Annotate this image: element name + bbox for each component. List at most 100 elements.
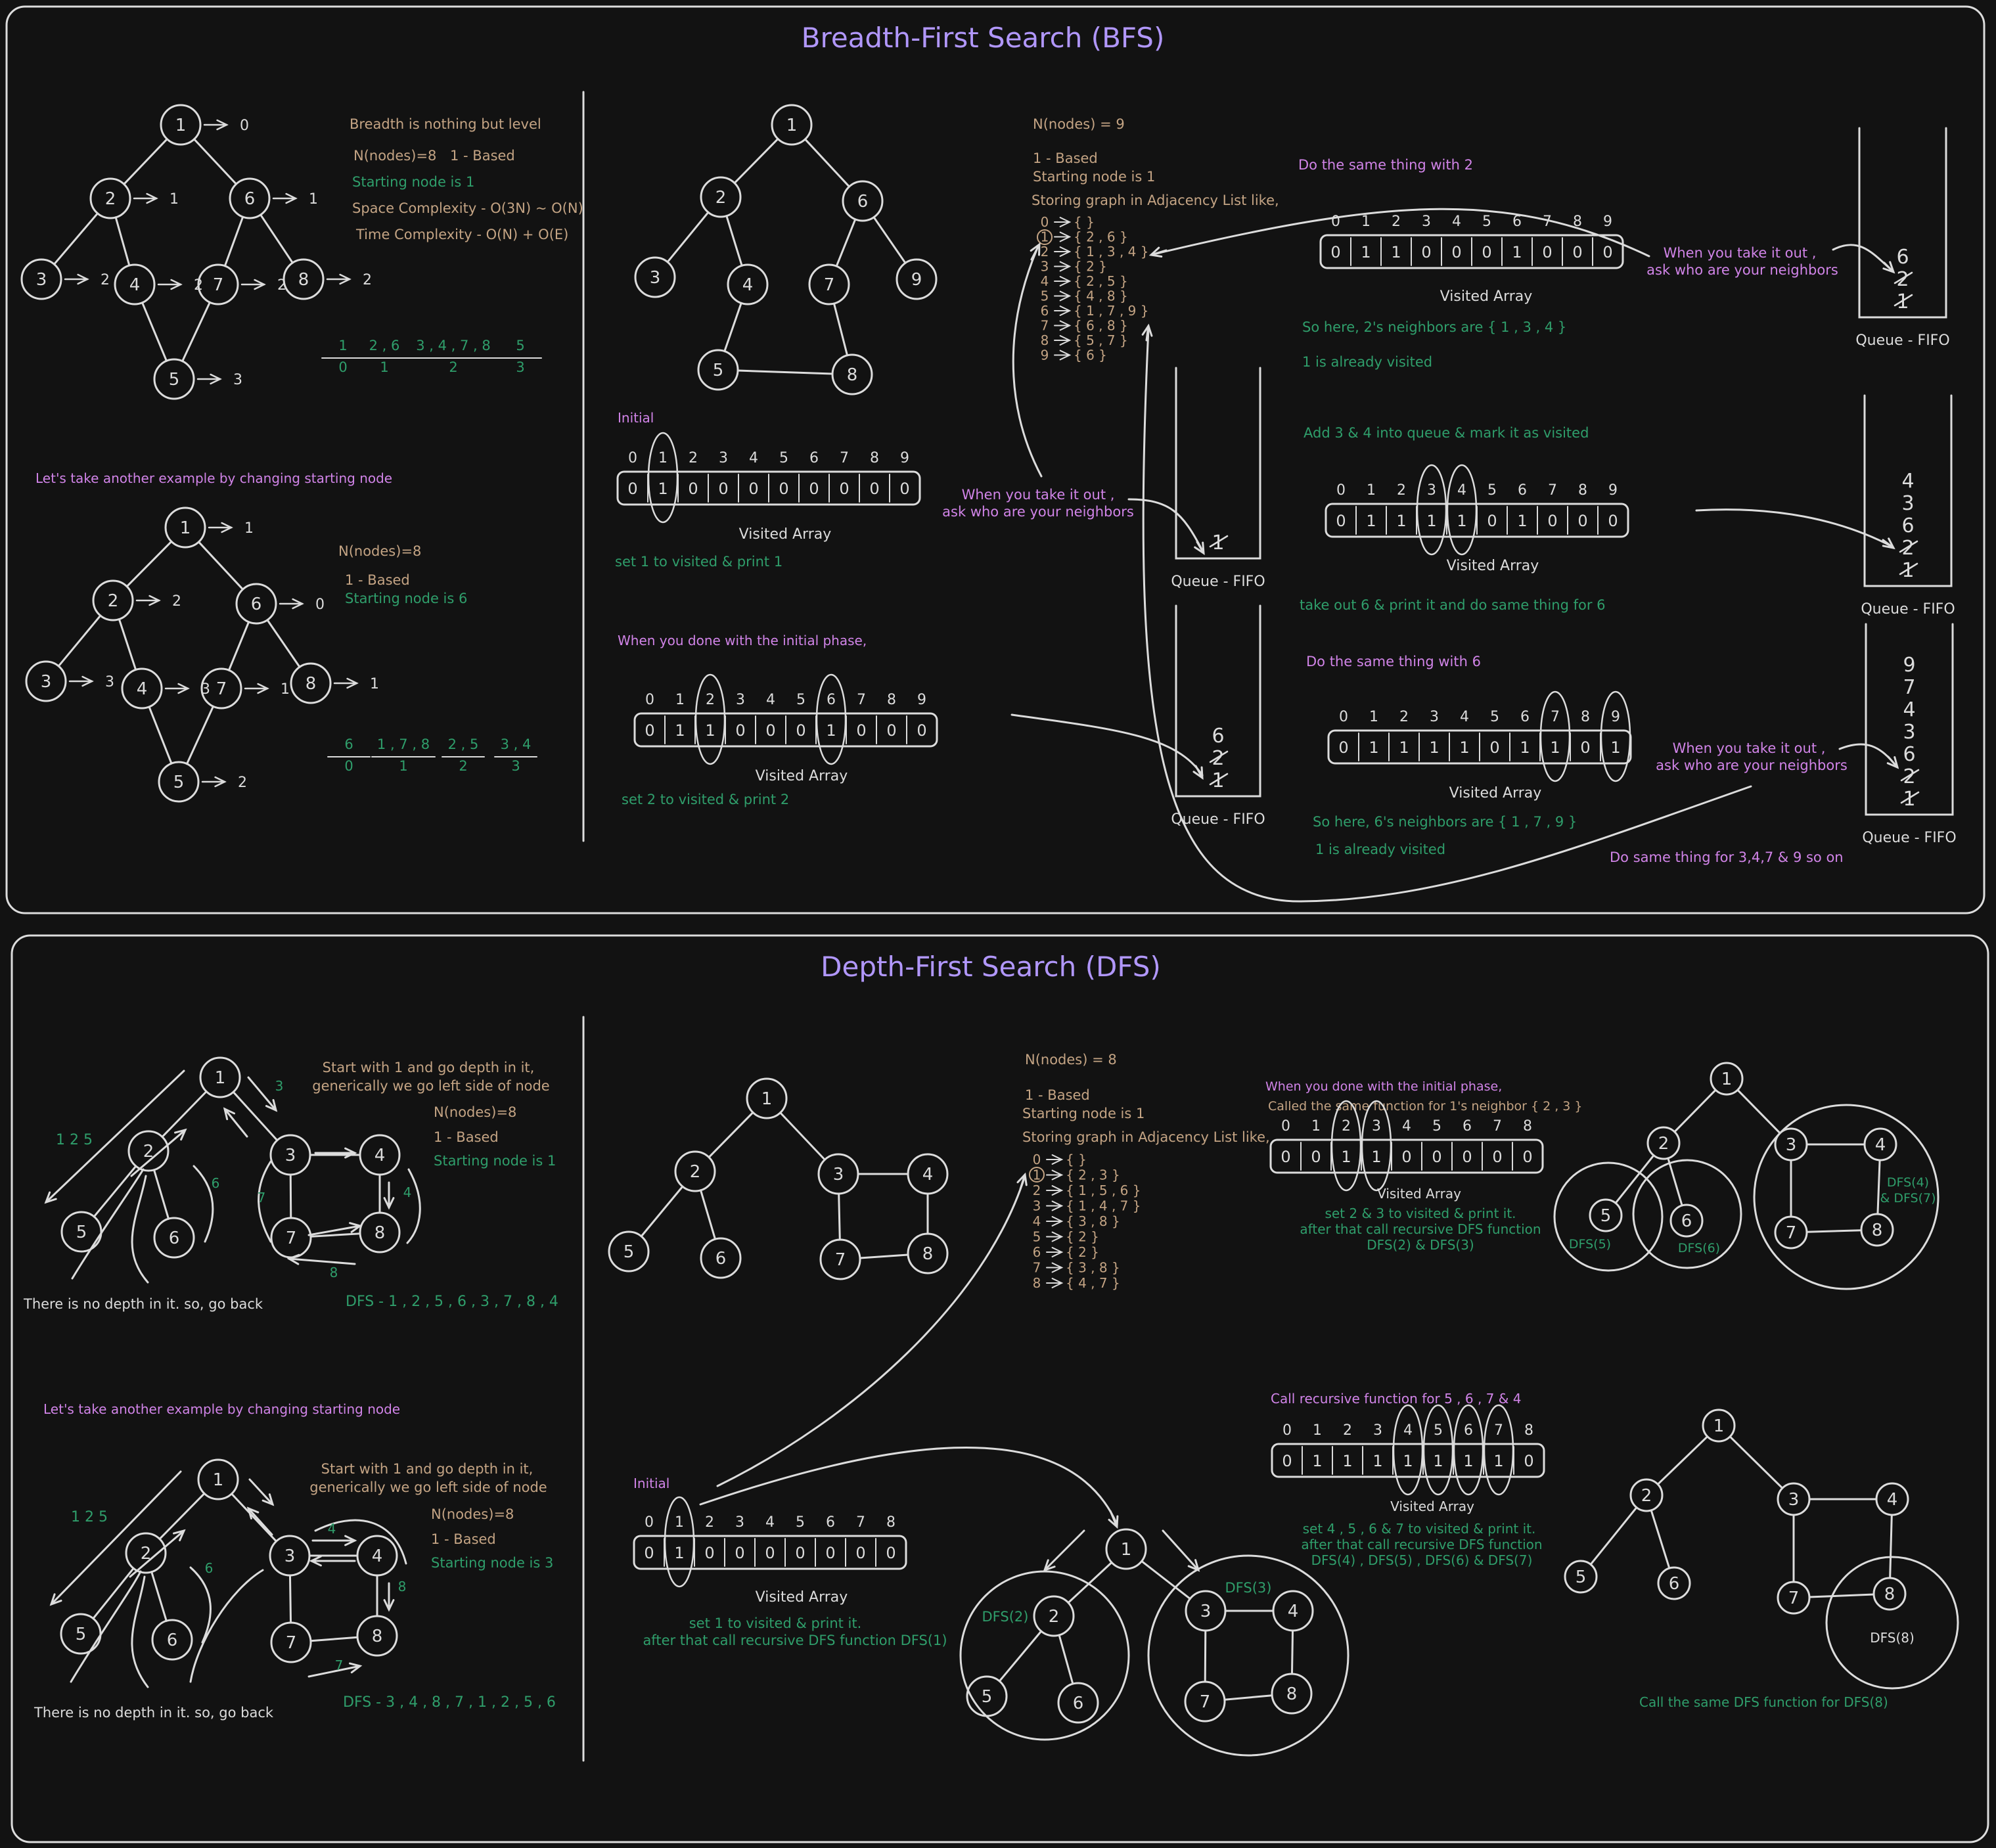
bfs1-node-6-label: 6 bbox=[244, 189, 256, 209]
dfs-label-d47a: DFS(4) bbox=[1887, 1175, 1929, 1190]
dfs-adj-list: { 2 } bbox=[1066, 1244, 1099, 1260]
dfs-visited-1-cell: 0 bbox=[855, 1544, 865, 1562]
dfs2-note: Starting node is 3 bbox=[431, 1555, 553, 1571]
dfs6-node-2-label: 2 bbox=[1641, 1486, 1652, 1506]
dfs-visited-1-cell: 0 bbox=[704, 1544, 714, 1562]
bfs3-edge bbox=[835, 218, 857, 267]
dfs1-trace-arrow-head bbox=[349, 1222, 363, 1233]
bfs-note-n2: So here, 2's neighbors are { 1 , 3 , 4 } bbox=[1302, 319, 1566, 335]
dfs1-edge bbox=[289, 1173, 292, 1219]
dfs-adj-index: 8 bbox=[1033, 1275, 1041, 1291]
bfs3-edge bbox=[832, 302, 849, 357]
bfs-visited-5-index: 6 bbox=[1520, 709, 1530, 725]
dfs3-node-2 bbox=[674, 1150, 716, 1192]
bfs-visited-4-index: 7 bbox=[1548, 482, 1557, 499]
dfs1-trace-label: 4 bbox=[403, 1184, 412, 1200]
bfs-adj-arrow-head bbox=[1059, 349, 1072, 361]
bfs1-level-arrow-head bbox=[77, 273, 89, 285]
bfs3-node-8-label: 8 bbox=[847, 365, 858, 385]
dfs4-node-1-label: 1 bbox=[1121, 1540, 1132, 1560]
dfs4-node-4-label: 4 bbox=[1288, 1602, 1299, 1621]
dfs1-trace-arrow bbox=[288, 1257, 356, 1265]
dfs3-node-7-label: 7 bbox=[835, 1250, 846, 1270]
dfs-initial-label: Initial bbox=[633, 1476, 669, 1491]
dfs1-edge bbox=[161, 1090, 208, 1138]
bfs-visited-1-cell: 0 bbox=[779, 480, 788, 498]
dfs3-edge bbox=[700, 1189, 716, 1240]
dfs1-trace-arrow-head bbox=[44, 1191, 57, 1204]
bfs3-edge bbox=[733, 137, 779, 185]
bfs-visited-1-cell: 0 bbox=[899, 480, 909, 498]
dfs2-node-2 bbox=[125, 1532, 167, 1574]
dfs-split-arrow-head bbox=[1187, 1559, 1200, 1572]
dfs-visited-2-cell: 0 bbox=[1401, 1148, 1411, 1166]
dfs1-edge bbox=[153, 1169, 170, 1220]
dfs-visited-2-cell: 0 bbox=[1281, 1148, 1290, 1166]
bfs-visited-3-label: Visited Array bbox=[1440, 288, 1533, 305]
bfs3-edge bbox=[725, 215, 743, 267]
dfs-visited-1-index: 3 bbox=[735, 1514, 744, 1531]
dfs5-node-8 bbox=[1860, 1213, 1894, 1247]
dfs1-node-6 bbox=[153, 1217, 195, 1259]
bfs-queue-4 bbox=[1863, 394, 1953, 587]
dfs5-circle-b bbox=[1632, 1159, 1742, 1269]
bfs-flow-arrow-4-head bbox=[1150, 249, 1168, 256]
dfs1-trace-label: 7 bbox=[258, 1190, 266, 1206]
dfs3-node-7 bbox=[819, 1238, 861, 1280]
bfs-visited-5-index: 4 bbox=[1460, 709, 1469, 725]
dfs-note-set23b: after that call recursive DFS function bbox=[1300, 1221, 1541, 1237]
bfs-adj-index: 0 bbox=[1041, 214, 1049, 230]
dfs2-node-1 bbox=[197, 1458, 239, 1500]
dfs-adj-note: N(nodes) = 8 bbox=[1025, 1052, 1117, 1068]
dfs3-node-4 bbox=[907, 1153, 949, 1195]
bfs3-node-1 bbox=[771, 104, 813, 146]
dfs1-trace-arrow bbox=[223, 1108, 248, 1138]
dfs6-node-3 bbox=[1777, 1482, 1811, 1516]
bfs-queue-4-item: 3 bbox=[1901, 492, 1914, 515]
bfs-adj-note: Storing graph in Adjacency List like, bbox=[1032, 192, 1279, 208]
dfs6-node-5-label: 5 bbox=[1576, 1567, 1587, 1587]
bfs-visited-5-index: 5 bbox=[1490, 709, 1499, 725]
dfs-adj-arrow-head bbox=[1051, 1216, 1064, 1227]
dfs5-node-1-label: 1 bbox=[1721, 1070, 1733, 1089]
dfs-visited-2-index: 3 bbox=[1372, 1118, 1381, 1135]
dfs-adj-index: 4 bbox=[1033, 1213, 1041, 1229]
bfs3-node-2-label: 2 bbox=[715, 188, 727, 208]
dfs1-trace-label: 8 bbox=[330, 1265, 338, 1280]
dfs5-edge bbox=[1673, 1089, 1717, 1133]
bfs1-node-5-label: 5 bbox=[169, 370, 180, 390]
bfs3-node-4 bbox=[727, 263, 769, 305]
bfs-visited-1-cell: 0 bbox=[718, 480, 728, 498]
dfs3-edge bbox=[859, 1253, 909, 1259]
bfs3-node-9 bbox=[896, 258, 938, 300]
dfs1-trace-curve bbox=[71, 1168, 145, 1280]
bfs-note-same2: Do the same thing with 2 bbox=[1298, 157, 1473, 173]
bfs1-level-value: 1 bbox=[170, 191, 179, 208]
bfs-visited-1-index: 7 bbox=[840, 450, 849, 466]
bfs-visited-2-cell: 0 bbox=[886, 721, 896, 740]
dfs2-note: generically we go left side of node bbox=[309, 1479, 547, 1495]
dfs-adj-list: { 4 , 7 } bbox=[1066, 1275, 1120, 1291]
bfs-queue-5 bbox=[1865, 623, 1954, 816]
bfs2-edge bbox=[266, 619, 301, 668]
dfs2-trace-label: 1 2 5 bbox=[71, 1509, 108, 1525]
dfs-visited-2-cell: 0 bbox=[1522, 1148, 1532, 1166]
dfs2-trace-arrow bbox=[307, 1665, 361, 1678]
bfs2-group-nodes: 6 bbox=[344, 736, 353, 752]
bfs1-node-6 bbox=[229, 177, 271, 219]
dfs4-node-1 bbox=[1105, 1528, 1147, 1570]
dfs3-node-5 bbox=[608, 1230, 650, 1273]
bfs-visited-2-index: 4 bbox=[766, 692, 775, 708]
bfs-adj-arrow-head bbox=[1059, 335, 1072, 346]
bfs-visited-5-highlight bbox=[1600, 690, 1631, 782]
dfs-adj-list: { 3 , 8 } bbox=[1066, 1213, 1120, 1229]
dfs-flow-arrow-1 bbox=[716, 1175, 1026, 1487]
dfs1-trace-arrow bbox=[45, 1070, 185, 1204]
bfs-visited-2-cell: 0 bbox=[917, 721, 926, 740]
bfs-adj-list: { 2 } bbox=[1074, 259, 1107, 275]
dfs-flow-arrow-1-head bbox=[1019, 1173, 1026, 1190]
dfs5-circle-c bbox=[1753, 1104, 1939, 1290]
bfs2-level-value: 1 bbox=[281, 681, 290, 698]
dfs-visited-2 bbox=[1269, 1138, 1544, 1174]
